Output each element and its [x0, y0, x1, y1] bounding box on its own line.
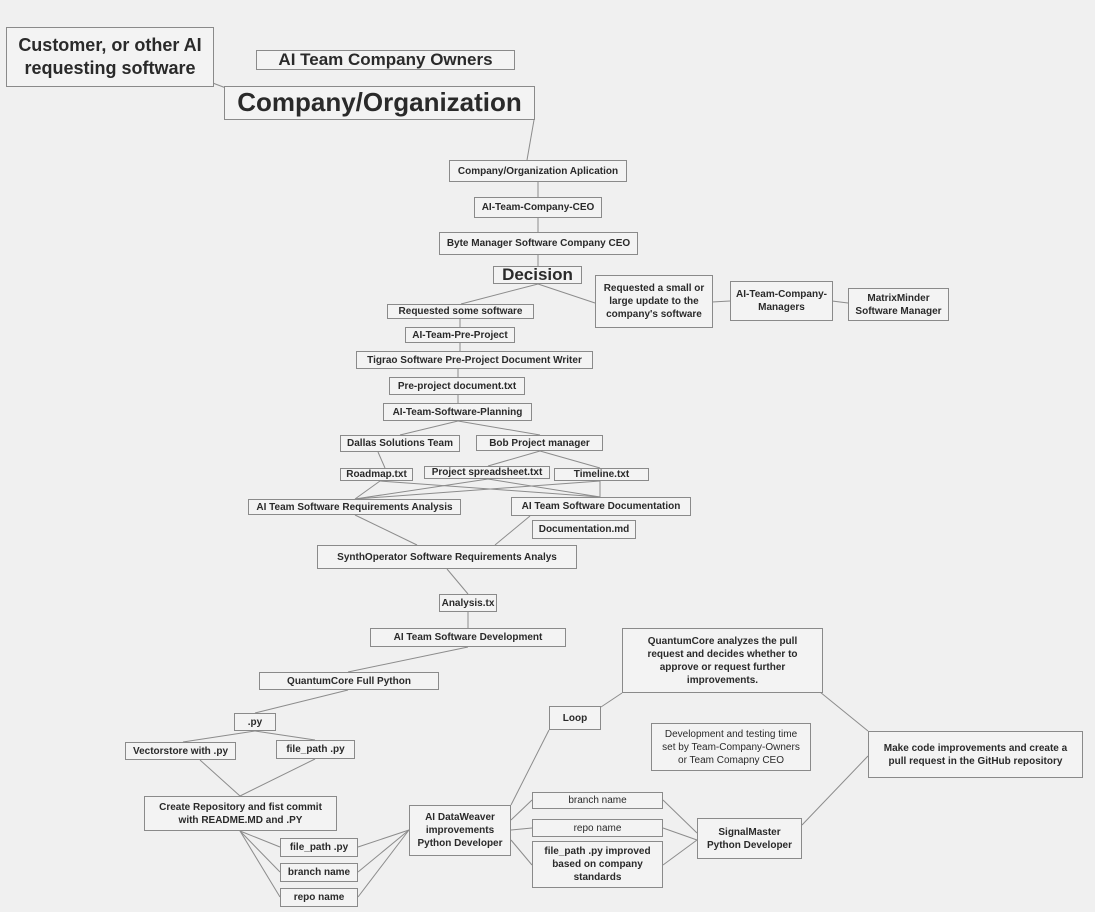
- tigrao-node: Tigrao Software Pre-Project Document Wri…: [356, 351, 593, 369]
- file-path-improved-node: file_path .py improved based on company …: [532, 841, 663, 888]
- bob-node: Bob Project manager: [476, 435, 603, 451]
- dallas-node: Dallas Solutions Team: [340, 435, 460, 452]
- doc-md-node: Documentation.md: [532, 520, 636, 539]
- customer-node: Customer, or other AI requesting softwar…: [6, 27, 214, 87]
- file-path-node-2: file_path .py: [280, 838, 358, 857]
- update-node: Requested a small or large update to the…: [595, 275, 713, 328]
- analysis-node: Analysis.tx: [439, 594, 497, 612]
- byte-ceo-node: Byte Manager Software Company CEO: [439, 232, 638, 255]
- dataweaver-node: AI DataWeaver improvements Python Develo…: [409, 805, 511, 856]
- dev-time-note: Development and testing time set by Team…: [651, 723, 811, 771]
- predoc-node: Pre-project document.txt: [389, 377, 525, 395]
- documentation-node: AI Team Software Documentation: [511, 497, 691, 516]
- py-node: .py: [234, 713, 276, 731]
- repo-name-node: repo name: [280, 888, 358, 907]
- roadmap-node: Roadmap.txt: [340, 468, 413, 481]
- qc-analyzes-node: QuantumCore analyzes the pull request an…: [622, 628, 823, 693]
- requested-node: Requested some software: [387, 304, 534, 319]
- branch-name-node: branch name: [280, 863, 358, 882]
- development-node: AI Team Software Development: [370, 628, 566, 647]
- signalmaster-node: SignalMaster Python Developer: [697, 818, 802, 859]
- decision-node: Decision: [493, 265, 582, 284]
- matrix-node: MatrixMinder Software Manager: [848, 288, 949, 321]
- file-path-node: file_path .py: [276, 740, 355, 759]
- create-repo-node: Create Repository and fist commit with R…: [144, 796, 337, 831]
- repo-name-node-2: repo name: [532, 819, 663, 837]
- synth-node: SynthOperator Software Requirements Anal…: [317, 545, 577, 569]
- app-node: Company/Organization Aplication: [449, 160, 627, 182]
- loop-node: Loop: [549, 706, 601, 730]
- timeline-node: Timeline.txt: [554, 468, 649, 481]
- ceo-team-node: AI-Team-Company-CEO: [474, 197, 602, 218]
- managers-node: AI-Team-Company-Managers: [730, 281, 833, 321]
- req-analysis-node: AI Team Software Requirements Analysis: [248, 499, 461, 515]
- qc-python-node: QuantumCore Full Python: [259, 672, 439, 690]
- make-improvements-node: Make code improvements and create a pull…: [868, 731, 1083, 778]
- branch-name-node-2: branch name: [532, 792, 663, 809]
- planning-node: AI-Team-Software-Planning: [383, 403, 532, 421]
- preproject-node: AI-Team-Pre-Project: [405, 327, 515, 343]
- spreadsheet-node: Project spreadsheet.txt: [424, 466, 550, 479]
- company-node: Company/Organization: [224, 86, 535, 120]
- vectorstore-node: Vectorstore with .py: [125, 742, 236, 760]
- owners-node: AI Team Company Owners: [256, 50, 515, 70]
